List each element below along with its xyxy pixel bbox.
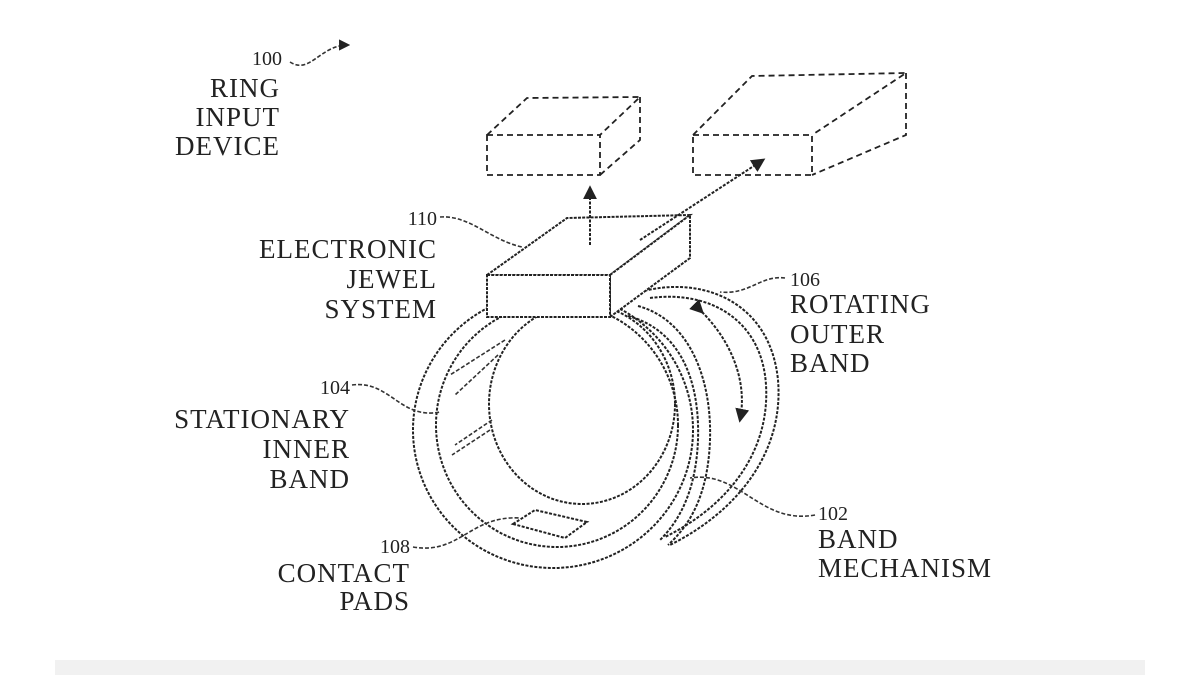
dashed-jewel-box-1 (486, 96, 643, 176)
label-line: ELECTRONIC (259, 234, 437, 264)
ref-number-110: 110 (408, 208, 437, 230)
label-line: ROTATING (790, 289, 931, 319)
leader-110 (439, 216, 523, 248)
label-line: OUTER (790, 319, 885, 349)
rotating-outer-band (627, 285, 780, 546)
ref-number-104: 104 (320, 377, 350, 399)
label-rotating-outer-band: 106 ROTATING OUTER BAND (790, 269, 931, 378)
bottom-strip (55, 660, 1145, 675)
detach-diagonal-arrow (639, 158, 766, 241)
leader-106 (719, 276, 786, 294)
label-line: MECHANISM (818, 553, 992, 583)
ref-number-108: 108 (380, 536, 410, 558)
leader-104 (351, 383, 441, 414)
label-line: DEVICE (175, 131, 280, 161)
dashed-jewel-box-2 (692, 72, 910, 176)
label-ring-input-device: 100 RING INPUT DEVICE (175, 48, 282, 161)
electronic-jewel (483, 213, 694, 319)
label-band-mechanism: 102 BAND MECHANISM (818, 503, 992, 583)
label-line: JEWEL (347, 264, 437, 294)
contact-pads (510, 508, 590, 540)
stationary-inner-band (412, 291, 694, 569)
label-stationary-inner-band: 104 STATIONARY INNER BAND (174, 377, 350, 494)
label-line: BAND (269, 464, 350, 494)
label-line: BAND (790, 348, 871, 378)
label-line: BAND (818, 524, 899, 554)
leader-102 (689, 476, 816, 518)
label-line: INNER (263, 434, 351, 464)
label-line: STATIONARY (174, 404, 350, 434)
label-line: INPUT (196, 102, 281, 132)
label-line: RING (210, 73, 280, 103)
label-line: SYSTEM (324, 294, 437, 324)
ref-number-100: 100 (252, 48, 282, 70)
label-line: CONTACT (278, 558, 410, 588)
label-contact-pads: 108 CONTACT PADS (278, 536, 410, 616)
label-electronic-jewel-system: 110 ELECTRONIC JEWEL SYSTEM (259, 208, 437, 324)
ref-number-102: 102 (818, 503, 848, 525)
ref-number-106: 106 (790, 269, 820, 291)
leader-108 (412, 517, 521, 549)
leader-100-arrow (289, 39, 351, 67)
label-line: PADS (339, 586, 410, 616)
rotation-double-arrow (689, 299, 750, 423)
